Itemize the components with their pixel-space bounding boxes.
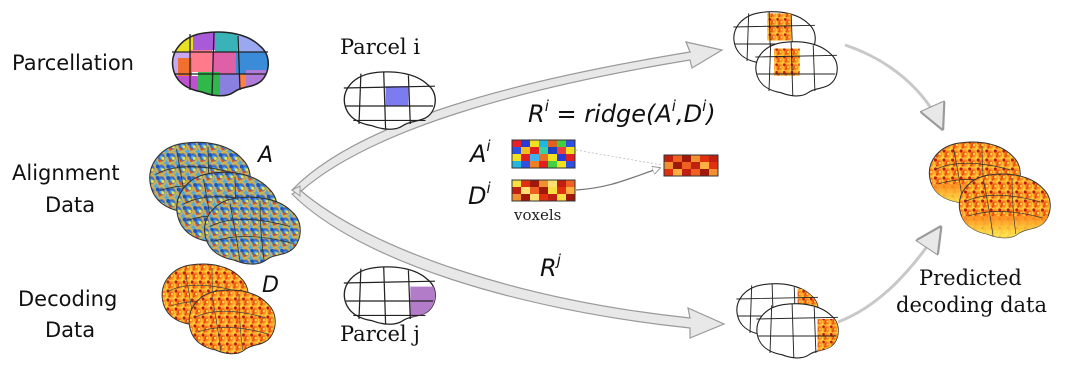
- ai-to-ri-connector: [575, 149, 663, 166]
- brain-parcel-i-icon: [343, 71, 436, 130]
- alignment-symbol: A: [256, 143, 273, 168]
- brain-output-j-icon: [736, 283, 839, 359]
- di-sup: i: [486, 179, 491, 197]
- predicted-label-line2: decoding data: [896, 293, 1047, 317]
- ridge-rhs-sup1: i: [672, 97, 677, 115]
- alignment-label-line1: Alignment: [12, 161, 120, 185]
- ridge-lhs-sup: i: [545, 97, 550, 115]
- di-base: D: [468, 182, 486, 210]
- parcel-j-label: Parcel j: [340, 322, 420, 346]
- decoding-symbol: D: [262, 273, 279, 298]
- ridge-rhs-suffix: ): [704, 100, 715, 128]
- decoding-label-line1: Decoding: [18, 287, 117, 311]
- ridge-lhs-base: R: [528, 100, 545, 128]
- brain-decoding-icon: [161, 263, 276, 355]
- rj-base: R: [540, 254, 557, 282]
- brain-predicted-icon: [928, 141, 1051, 239]
- parcel-i-label: Parcel i: [340, 35, 420, 59]
- arrow-bottom-to-predicted: [837, 228, 940, 324]
- ai-sup: i: [486, 137, 491, 155]
- brain-parcel-j-icon: [343, 266, 436, 325]
- arrow-top-to-predicted: [844, 43, 942, 128]
- di-to-ri-arrow: [575, 168, 660, 191]
- rj-sup: j: [555, 251, 562, 269]
- brain-alignment-icon: [149, 141, 301, 265]
- ai-symbol: Ai: [468, 137, 491, 168]
- voxels-label: voxels: [513, 206, 561, 224]
- ridge-equation: Ri = ridge(Ai,Di): [528, 97, 716, 128]
- brain-parcellation-icon: [171, 31, 270, 97]
- parcellation-label: Parcellation: [12, 51, 134, 75]
- ridge-rhs-prefix: = ridge(A: [549, 100, 672, 128]
- alignment-label-line2: Data: [45, 193, 95, 217]
- ri-matrix: [663, 154, 719, 177]
- di-symbol: Di: [468, 179, 491, 210]
- di-matrix: [511, 179, 576, 202]
- ridge-rhs-sup2: i: [702, 97, 707, 115]
- arrow-to-parcel-j-output: [290, 189, 726, 339]
- ai-base: A: [468, 140, 486, 168]
- decoding-label-line2: Data: [45, 318, 95, 342]
- ridge-rhs-mid: ,D: [676, 100, 702, 128]
- brain-output-i-icon: [733, 11, 838, 97]
- rj-symbol: Rj: [540, 251, 562, 282]
- ai-matrix: [511, 139, 576, 169]
- predicted-label-line1: Predicted: [919, 266, 1022, 290]
